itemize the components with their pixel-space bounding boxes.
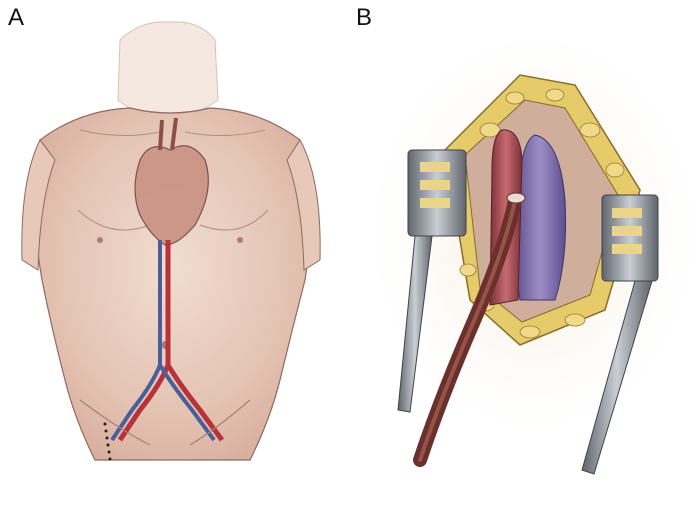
neck-shape [117,21,219,119]
panel-b: B [350,0,700,508]
surgical-exposure-illustration-icon [370,40,700,475]
right-arm [286,139,321,271]
left-arm [21,139,56,271]
panel-label-a: A [8,4,25,31]
puncture-dots [103,422,112,461]
panel-label-b: B [356,4,373,31]
torso-shape [33,107,312,461]
panel-a: A [8,4,321,461]
heart-shape [134,145,209,246]
torso-illustration-icon [21,21,321,461]
right-retractor [581,194,659,475]
aorta-right-branch [165,363,225,442]
left-retractor [397,149,467,413]
vena-cava-right-branch [158,363,216,442]
